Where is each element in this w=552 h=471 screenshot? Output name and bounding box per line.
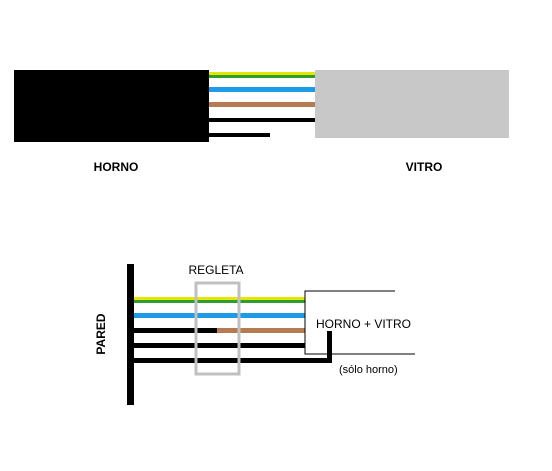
solo-horno-label: (sólo horno) [339,364,398,376]
neutral-wire-blue [134,313,305,318]
phase-wire-black-to-brown [134,328,217,333]
wall-line [127,264,134,405]
neutral-wire-blue [206,87,316,92]
vitro-cable [315,70,509,138]
regleta-frame [194,281,241,376]
earth-wire-yellow [134,297,305,300]
regleta-label: REGLETA [188,263,243,277]
earth-wire-green [206,75,316,78]
horno-label: HORNO [94,160,139,174]
phase-wire-black-2 [206,133,270,137]
phase-wire-black-3 [134,358,330,363]
bottom-wiring: PARED REGLETA HORNO + VITRO (sólo horno) [94,263,415,405]
horno-cable [14,70,209,142]
horno-vitro-outline [304,290,415,355]
phase-wire-brown [217,328,305,333]
phase-wire-brown [206,102,316,107]
earth-wire-yellow [206,72,316,75]
vitro-label: VITRO [406,160,443,174]
wall-label: PARED [94,313,108,354]
top-wiring: HORNO VITRO [14,70,509,174]
phase-wire-black-1 [206,118,316,122]
phase-wire-black-3-riser [327,331,332,363]
earth-wire-green [134,300,305,303]
phase-wire-black-2 [134,343,305,348]
horno-vitro-label: HORNO + VITRO [316,317,411,331]
